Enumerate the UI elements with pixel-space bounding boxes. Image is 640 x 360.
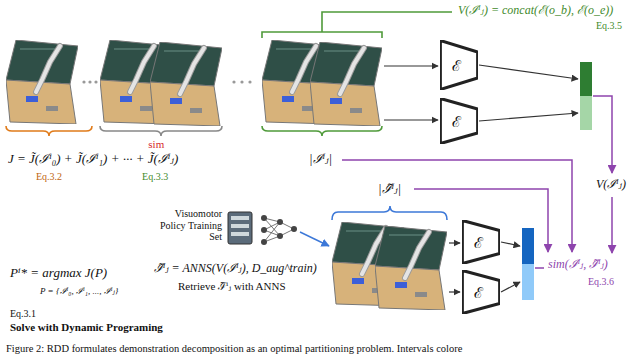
equation-label: |ℐ̃ⁱⱼ| [378,182,401,197]
equation-label: Eq.3.6 [588,276,614,288]
equation-label: |ℐⁱⱼ| [309,152,332,167]
training-set-icon [228,212,297,245]
retrieval-arrow [300,232,329,246]
encoder-outline [440,98,477,143]
encoder-label: ℰ [452,55,467,75]
encoder-outline [440,41,477,90]
equation-label: ℐ̃ⁱⱼ = ANNS(V(ℐⁱⱼ), D_aug^train) [154,262,317,276]
equation-label: Retrieve ℐ̃ⁱⱼ with ANNS [178,280,286,293]
equation-label: Pⁱ* = argmax J(P) [10,266,107,281]
encoder-outline [462,270,499,313]
encoder-block: ℰ [440,98,478,144]
equation-label: sim [148,138,164,151]
equation-label: Eq.3.2 [36,171,62,183]
equation-label: Visuomotor Policy Training Set [150,208,222,243]
equation-label: Eq.3.5 [596,20,622,32]
encoder-outline [462,220,499,263]
braces [6,12,452,220]
encoder-block: ℰ [462,270,500,314]
equation-label: V(ℐⁱⱼ) = concat(ℰ(o_b), ℰ(o_e)) [458,4,613,18]
encoder-label: ℰ [474,232,489,252]
equation-label: Eq.3.3 [142,171,168,183]
equation-label: V(ℐⁱⱼ) [596,178,626,192]
figure-caption: Figure 2: RDD formulates demonstration d… [6,343,462,355]
encoder-block: ℰ [462,220,500,264]
equation-label: Eq.3.1 [10,308,36,320]
encoder-block: ℰ [440,40,478,90]
encoder-label: ℰ [474,282,489,302]
encoder-label: ℰ [452,111,467,131]
equation-label: sim(ℐⁱⱼ, ℐ̃ⁱⱼ) [548,258,608,272]
demo-frames [6,40,447,310]
equation-label: J = J̃(ℐⁱ₀) + J̃(ℐⁱ₁) + ··· + J̃(ℐⁱⱼ) [8,152,178,167]
ellipsis-dots [82,80,251,83]
equation-label: P = {ℐⁱ₀, ℐⁱ₁, ..., ℐⁱⱼ} [40,286,118,296]
equation-label: Solve with Dynamic Programing [10,321,163,334]
similarity-links [342,96,612,268]
